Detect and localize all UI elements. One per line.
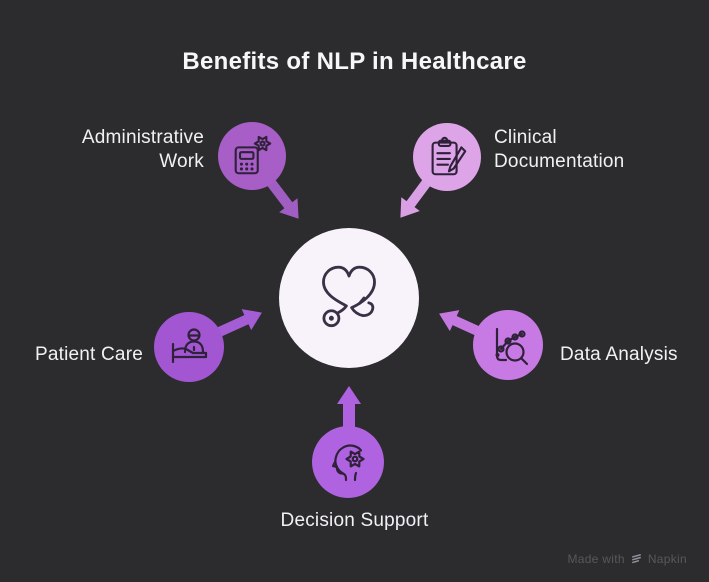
watermark-text: Made with <box>567 552 625 566</box>
center-node <box>279 228 419 368</box>
node-patient-care <box>154 312 224 382</box>
label-patient-care: Patient Care <box>35 343 143 367</box>
label-line: Data Analysis <box>560 344 678 365</box>
node-decision-support <box>312 426 384 498</box>
patient-bed-icon <box>171 328 208 364</box>
head-gear-icon <box>331 444 365 482</box>
node-data-analysis <box>473 310 543 380</box>
heart-stethoscope-icon <box>322 265 376 328</box>
node-administrative-work <box>218 122 286 190</box>
label-line: Documentation <box>494 151 625 172</box>
label-line: Administrative <box>81 127 204 148</box>
node-clinical-documentation <box>413 123 481 191</box>
label-decision-support: Decision Support <box>0 509 709 533</box>
watermark: Made with Napkin <box>567 552 687 566</box>
calculator-gear-icon <box>234 135 272 175</box>
label-clinical-documentation: Clinical Documentation <box>494 126 624 174</box>
label-line: Decision Support <box>280 510 429 531</box>
clipboard-pencil-icon <box>431 136 467 176</box>
page-title: Benefits of NLP in Healthcare <box>182 48 527 75</box>
label-line: Work <box>159 151 204 172</box>
label-line: Clinical <box>494 127 557 148</box>
label-administrative-work: Administrative Work <box>82 126 204 174</box>
watermark-brand: Napkin <box>647 552 687 566</box>
napkin-logo-icon <box>631 553 641 563</box>
chart-magnifier-icon <box>495 327 529 366</box>
label-data-analysis: Data Analysis <box>560 343 678 367</box>
label-line: Patient Care <box>34 344 143 365</box>
